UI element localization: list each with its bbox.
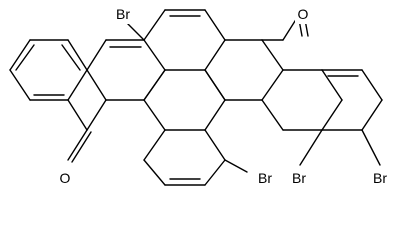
chemical-structure-diagram: Br O O Br Br Br [9, 4, 392, 188]
br-center-label: Br [258, 170, 272, 186]
atom-label-o-right: O [295, 4, 311, 24]
atom-label-background [57, 170, 73, 188]
atom-label-background [368, 169, 392, 187]
atom-label-br-bottom-right: Br [368, 169, 392, 187]
atom-label-br-center: Br [253, 169, 277, 187]
atom-label-background [253, 169, 277, 187]
br-top-label: Br [116, 6, 130, 22]
atom-label-background [287, 169, 311, 187]
br-bottom-right-label: Br [373, 170, 387, 186]
o-right-label: O [298, 6, 309, 22]
o-left-label: O [60, 170, 71, 186]
atom-label-background [111, 4, 135, 24]
atom-label-o-left: O [57, 170, 73, 188]
atom-label-br-bottom-mid: Br [287, 169, 311, 187]
bond-lines [9, 9, 383, 186]
atom-label-background [295, 4, 311, 24]
br-bottom-mid-label: Br [292, 170, 306, 186]
atom-label-br-top: Br [111, 4, 135, 24]
